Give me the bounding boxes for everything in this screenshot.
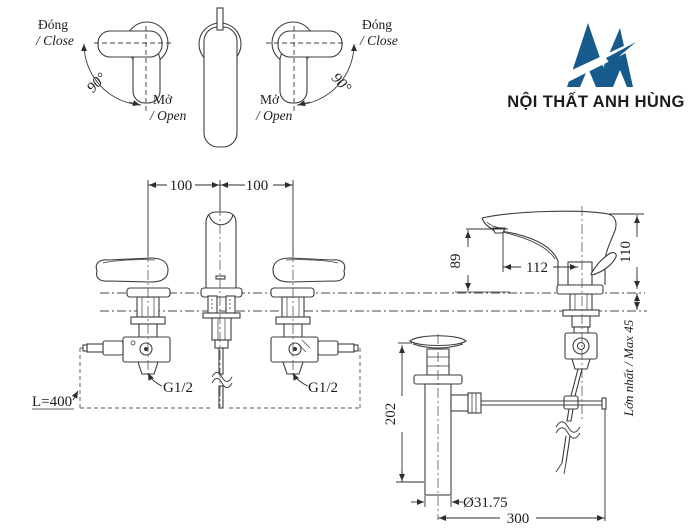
- close-label-en: / Close: [359, 33, 398, 48]
- open-label-en: / Open: [255, 108, 293, 123]
- handle-closed-position: [277, 30, 343, 58]
- spout-stem: [216, 7, 224, 31]
- side-view: [409, 206, 617, 520]
- angle-label: 90°: [328, 70, 354, 96]
- handle-rotation-diagram-right: [266, 21, 358, 112]
- arc-arrow: [128, 100, 141, 107]
- side-under-deck: [556, 284, 604, 370]
- logo-notch-right: [613, 70, 627, 87]
- hose-length-label: L=400: [32, 394, 72, 410]
- brand-logo: NỘI THẤT ANH HÙNG: [507, 23, 685, 111]
- side-centerlines: [437, 206, 583, 520]
- dim-total-height: 110: [618, 241, 634, 263]
- arc-arrow: [297, 100, 311, 107]
- thread-size-right: G1/2: [308, 380, 338, 396]
- hose-length-box: [79, 347, 361, 409]
- handle-closed-position: [97, 30, 163, 58]
- pop-up-lift-rod: [555, 368, 583, 475]
- logo-text: NỘI THẤT ANH HÙNG: [507, 92, 685, 111]
- logo-swoosh: [546, 44, 632, 90]
- logo-swoosh-blade: [606, 42, 636, 64]
- close-label-en: / Close: [35, 33, 74, 48]
- front-view: [79, 206, 361, 409]
- dim-deck-thickness-max: Lớn nhất / Max 45: [621, 319, 636, 417]
- under-deck-center-assembly: [202, 295, 241, 409]
- dim-drain-diameter: Ø31.75: [463, 495, 508, 511]
- front-centerlines: [147, 206, 294, 407]
- front-handle-left: [95, 257, 171, 298]
- logo-notch-left: [580, 68, 596, 87]
- thread-size-left: G1/2: [163, 380, 193, 396]
- dim-spout-height: 89: [448, 254, 464, 269]
- spout-body: [203, 26, 238, 148]
- open-label-vi: Mở: [260, 92, 280, 107]
- dim-hole-spacing-right: 100: [246, 178, 269, 194]
- close-label-vi: Đóng: [38, 17, 68, 32]
- rotation-arc: [296, 43, 358, 106]
- front-dimensions: [32, 180, 309, 410]
- front-handle-right: [270, 257, 346, 298]
- handle-rotation-diagram-left: [80, 21, 174, 112]
- side-spout: [481, 210, 617, 286]
- dim-spout-reach: 112: [526, 260, 548, 276]
- dim-hole-spacing-left: 100: [170, 178, 193, 194]
- rotation-arc: [80, 43, 142, 106]
- side-dimensions: [396, 213, 644, 522]
- dim-rod-offset: 300: [507, 511, 530, 527]
- spout-top-view: [198, 7, 242, 148]
- open-label-en: / Open: [149, 108, 187, 123]
- side-handle-lever: [590, 252, 617, 276]
- counter-deck-lines: [100, 292, 647, 312]
- under-deck-valve-right: [270, 296, 359, 375]
- front-spout: [200, 211, 243, 298]
- close-label-vi: Đóng: [362, 17, 392, 32]
- dim-drain-height: 202: [383, 403, 399, 426]
- angle-label: 90°: [84, 70, 110, 96]
- under-deck-valve-left: [82, 296, 171, 375]
- open-label-vi: Mở: [153, 92, 173, 107]
